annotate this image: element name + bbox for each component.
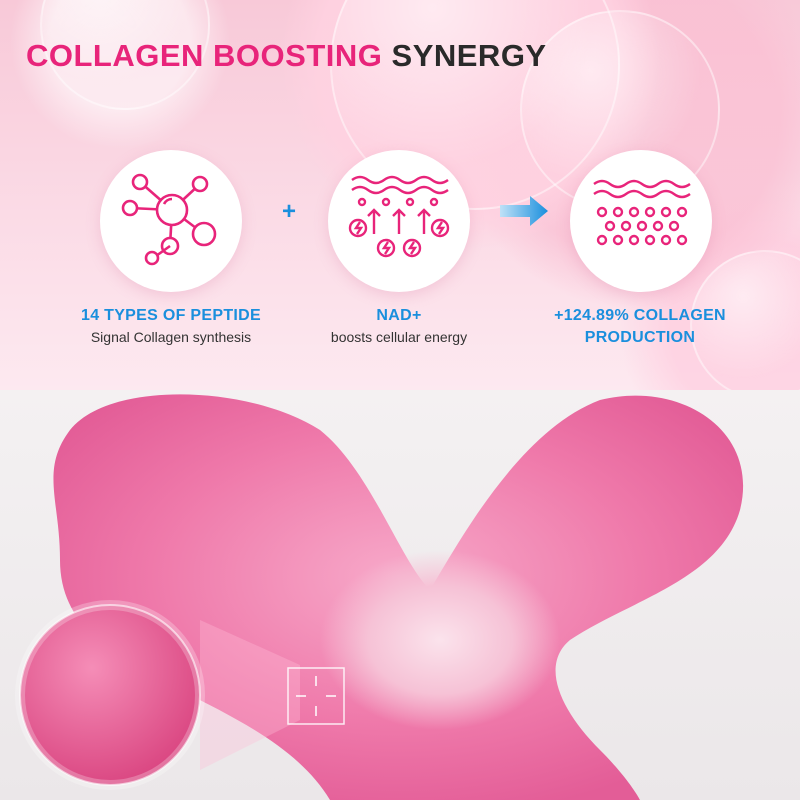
synergy-banner: COLLAGEN BOOSTING SYNERGY + xyxy=(0,0,800,390)
step-subtitle: boosts cellular energy xyxy=(330,329,468,345)
step-collagen-label: +124.89% COLLAGEN PRODUCTION xyxy=(520,305,760,349)
product-photo xyxy=(0,390,800,800)
skin-energy-icon xyxy=(328,150,470,292)
plus-symbol: + xyxy=(282,198,297,225)
step-title-line1: +124.89% COLLAGEN xyxy=(554,307,726,324)
peptide-molecule-icon xyxy=(100,150,242,292)
title-highlight: COLLAGEN BOOSTING xyxy=(26,38,383,73)
page-title: COLLAGEN BOOSTING SYNERGY xyxy=(26,38,547,74)
step-subtitle: Signal Collagen synthesis xyxy=(90,329,252,345)
step-title: 14 TYPES OF PEPTIDE xyxy=(81,307,261,324)
arrow-right-icon xyxy=(500,196,548,226)
step-nad-label: NAD+ boosts cellular energy xyxy=(290,305,508,347)
title-rest: SYNERGY xyxy=(391,38,547,73)
step-title-line2: PRODUCTION xyxy=(584,329,696,346)
step-title: NAD+ xyxy=(376,307,422,324)
step-peptide-label: 14 TYPES OF PEPTIDE Signal Collagen synt… xyxy=(60,305,282,347)
collagen-layer-icon xyxy=(570,150,712,292)
collagen-patch-image xyxy=(15,394,744,800)
